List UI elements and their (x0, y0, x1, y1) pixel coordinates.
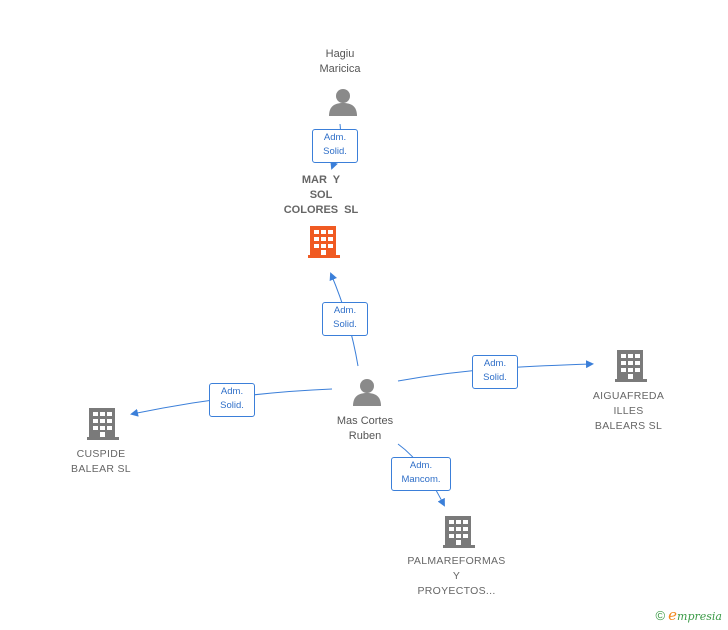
brand-name: mpresia (677, 610, 722, 623)
node-label-aiguafreda[interactable]: AIGUAFREDA ILLES BALEARS SL (592, 390, 665, 432)
edge-label-adm-solid: Adm. Solid. (322, 302, 368, 336)
person-icon[interactable] (353, 379, 381, 406)
node-label-cuspide[interactable]: CUSPIDE BALEAR SL (71, 448, 131, 475)
building-icon[interactable] (308, 226, 340, 258)
edge-label-adm-mancom: Adm. Mancom. (391, 457, 451, 491)
node-label-hagiu-maricica[interactable]: Hagiu Maricica (319, 48, 361, 75)
person-icon[interactable] (329, 89, 357, 116)
building-icon[interactable] (443, 516, 475, 548)
edge-label-adm-solid: Adm. Solid. (209, 383, 255, 417)
edge-label-adm-solid: Adm. Solid. (472, 355, 518, 389)
node-label-palmareformas[interactable]: PALMAREFORMAS Y PROYECTOS... (407, 555, 506, 597)
node-label-mas-cortes-ruben[interactable]: Mas Cortes Ruben (336, 415, 394, 442)
copyright-symbol: © (655, 608, 666, 623)
building-icon[interactable] (87, 408, 119, 440)
brand-e: e (668, 606, 678, 624)
building-icon[interactable] (615, 350, 647, 382)
empresia-logo: ©empresia (656, 606, 722, 624)
node-label-mar-y-sol-colores[interactable]: MAR Y SOL COLORES SL (283, 174, 359, 216)
edge-label-adm-solid: Adm. Solid. (312, 129, 358, 163)
